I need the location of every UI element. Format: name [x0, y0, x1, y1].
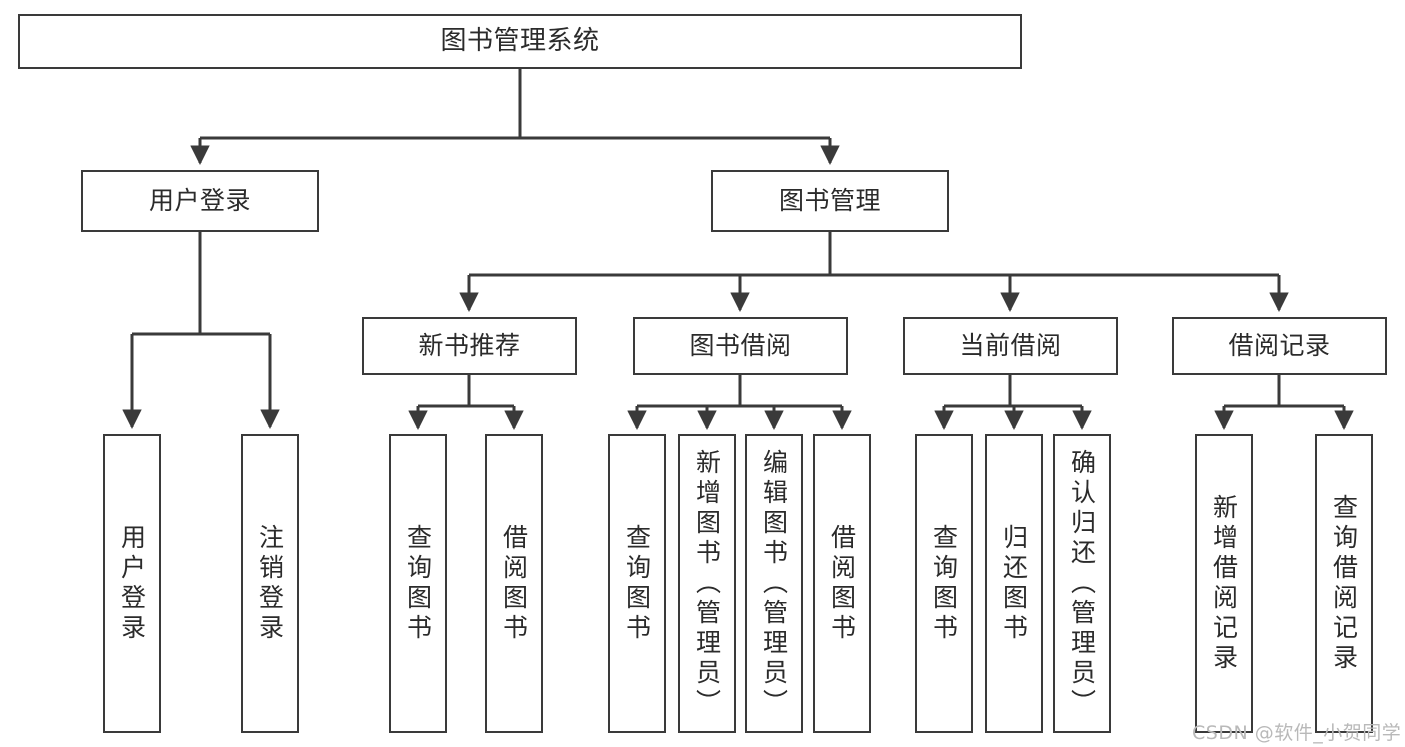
node-leaf-query-book-current[interactable]: 查询图书: [915, 434, 973, 733]
node-leaf-query-borrow-record[interactable]: 查询借阅记录: [1315, 434, 1373, 733]
node-borrow-record[interactable]: 借阅记录: [1172, 317, 1387, 375]
node-leaf-confirm-return-admin[interactable]: 确认归还（管理员）: [1053, 434, 1111, 733]
node-leaf-add-book-admin-label: 新增图书（管理员）: [692, 448, 722, 719]
node-leaf-add-book-admin[interactable]: 新增图书（管理员）: [678, 434, 736, 733]
node-leaf-borrow-book-recommend-label: 借阅图书: [499, 523, 529, 644]
node-leaf-query-book-recommend-label: 查询图书: [403, 523, 433, 644]
node-book-management-label: 图书管理: [778, 186, 881, 215]
node-leaf-user-login[interactable]: 用户登录: [103, 434, 161, 733]
node-leaf-edit-book-admin-label: 编辑图书（管理员）: [759, 448, 789, 719]
node-leaf-edit-book-admin[interactable]: 编辑图书（管理员）: [745, 434, 803, 733]
node-leaf-query-book-recommend[interactable]: 查询图书: [389, 434, 447, 733]
node-leaf-query-book-current-label: 查询图书: [929, 523, 959, 644]
node-leaf-add-borrow-record-label: 新增借阅记录: [1209, 493, 1239, 674]
node-current-borrow-label: 当前借阅: [959, 331, 1062, 360]
node-leaf-logout[interactable]: 注销登录: [241, 434, 299, 733]
node-borrow-record-label: 借阅记录: [1228, 331, 1331, 360]
node-book-borrow-label: 图书借阅: [689, 331, 792, 360]
node-root-label: 图书管理系统: [440, 25, 600, 56]
node-leaf-return-book-label: 归还图书: [999, 523, 1029, 644]
node-new-book-recommend-label: 新书推荐: [418, 331, 521, 360]
node-current-borrow[interactable]: 当前借阅: [903, 317, 1118, 375]
node-leaf-borrow-book-recommend[interactable]: 借阅图书: [485, 434, 543, 733]
node-leaf-borrow-book[interactable]: 借阅图书: [813, 434, 871, 733]
node-leaf-borrow-book-label: 借阅图书: [827, 523, 857, 644]
node-leaf-logout-label: 注销登录: [255, 523, 285, 644]
node-leaf-query-borrow-record-label: 查询借阅记录: [1329, 493, 1359, 674]
node-new-book-recommend[interactable]: 新书推荐: [362, 317, 577, 375]
csdn-watermark: CSDN @软件_小贺同学: [1192, 722, 1402, 744]
node-book-borrow[interactable]: 图书借阅: [633, 317, 848, 375]
node-user-login[interactable]: 用户登录: [81, 170, 319, 232]
node-leaf-confirm-return-admin-label: 确认归还（管理员）: [1067, 448, 1097, 719]
node-leaf-user-login-label: 用户登录: [117, 523, 147, 644]
node-leaf-query-book-borrow[interactable]: 查询图书: [608, 434, 666, 733]
node-leaf-return-book[interactable]: 归还图书: [985, 434, 1043, 733]
node-user-login-label: 用户登录: [148, 186, 251, 215]
node-book-management[interactable]: 图书管理: [711, 170, 949, 232]
node-leaf-query-book-borrow-label: 查询图书: [622, 523, 652, 644]
node-leaf-add-borrow-record[interactable]: 新增借阅记录: [1195, 434, 1253, 733]
node-root[interactable]: 图书管理系统: [18, 14, 1022, 69]
